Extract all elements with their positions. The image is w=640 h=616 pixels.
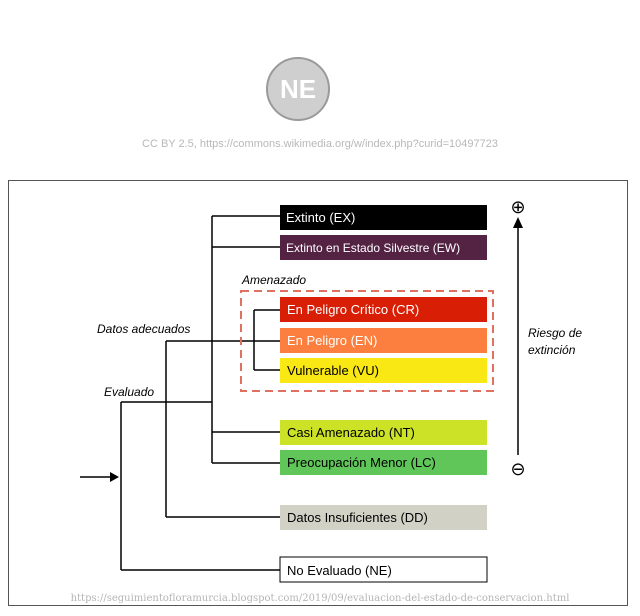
category-box-dd: Datos Insuficientes (DD) — [280, 505, 487, 530]
ne-badge-text: NE — [279, 73, 317, 104]
minus-icon: ⊖ — [510, 459, 525, 480]
category-label-vu: Vulnerable (VU) — [287, 363, 379, 378]
plus-icon: ⊕ — [510, 197, 525, 218]
risk-label-line2: extinción — [528, 343, 576, 357]
category-box-cr: En Peligro Crítico (CR) — [280, 297, 487, 322]
tree-lines — [120, 215, 280, 571]
category-box-lc: Preocupación Menor (LC) — [280, 450, 487, 475]
category-box-vu: Vulnerable (VU) — [280, 358, 487, 383]
credit-text: CC BY 2.5, https://commons.wikimedia.org… — [142, 138, 498, 150]
risk-axis-arrow-icon — [513, 217, 523, 455]
group-label-evaluated: Evaluado — [104, 385, 154, 399]
category-box-nt: Casi Amenazado (NT) — [280, 420, 487, 445]
category-box-en: En Peligro (EN) — [280, 328, 487, 353]
category-label-en: En Peligro (EN) — [287, 333, 377, 348]
group-label-adequate-data: Datos adecuados — [97, 322, 190, 336]
category-box-ex: Extinto (EX) — [280, 205, 487, 230]
source-url: https://seguimientofloramurcia.blogspot.… — [70, 593, 570, 604]
category-box-ew: Extinto en Estado Silvestre (EW) — [280, 235, 487, 260]
category-label-dd: Datos Insuficientes (DD) — [287, 510, 428, 525]
category-box-ne: No Evaluado (NE) — [279, 556, 488, 583]
category-label-ne: No Evaluado (NE) — [287, 563, 392, 578]
diagram-frame — [8, 180, 628, 606]
threatened-group-box — [240, 290, 494, 392]
category-label-ex: Extinto (EX) — [286, 210, 355, 225]
category-label-ew: Extinto en Estado Silvestre (EW) — [286, 241, 460, 255]
group-label-threatened: Amenazado — [241, 273, 306, 287]
risk-label-line1: Riesgo de — [528, 326, 582, 340]
entry-arrow-icon — [80, 472, 119, 482]
ne-badge-icon: NE — [266, 57, 330, 121]
category-label-nt: Casi Amenazado (NT) — [287, 425, 415, 440]
category-label-cr: En Peligro Crítico (CR) — [287, 302, 419, 317]
category-label-lc: Preocupación Menor (LC) — [287, 455, 436, 470]
